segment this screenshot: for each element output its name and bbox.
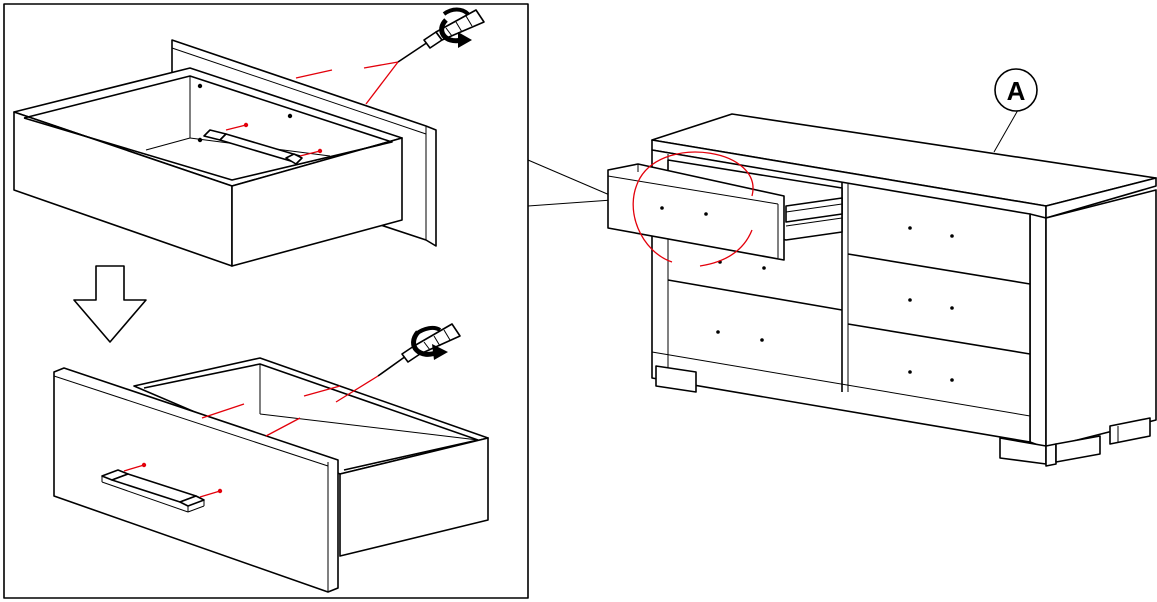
step-2-drawer [53,323,489,593]
leader-line-bottom [527,199,613,207]
down-arrow-icon [73,265,147,343]
detail-panel-frame [3,3,529,599]
screwdriver-icon [377,323,461,377]
step-1-drawer [13,7,485,267]
dresser-a: A [607,68,1157,467]
callout-a-label: A [1007,76,1026,106]
open-drawer [607,151,843,267]
detail-panel [3,3,529,599]
rotation-arrow-icon [411,325,448,360]
rotation-arrow-icon [439,7,472,48]
drawer-front-panel [53,367,339,593]
callout-a: A [993,68,1038,153]
drawer-handle [101,469,205,513]
leader-line-top [527,159,613,197]
screwdriver-icon [397,9,485,63]
